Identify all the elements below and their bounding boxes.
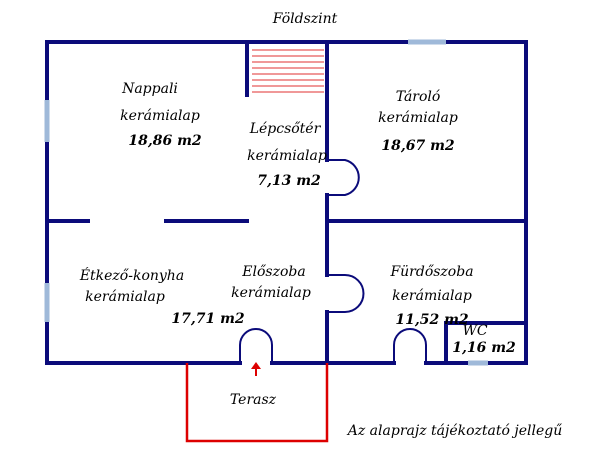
- room-tarolo-area: 18,67 m2: [381, 138, 455, 154]
- room-wc-name: WC: [462, 323, 487, 339]
- room-etkezo-name: Étkező-konyha: [79, 266, 184, 284]
- windows: [44, 39, 488, 366]
- room-nappali-area: 18,86 m2: [128, 133, 202, 149]
- room-tarolo-floor: kerámialap: [378, 110, 458, 126]
- room-furdo-area: 11,52 m2: [395, 312, 469, 328]
- room-tarolo-name: Tároló: [396, 89, 441, 105]
- interior-walls: [45, 40, 528, 365]
- room-etkezo-floor: kerámialap: [85, 289, 165, 305]
- staircase: [252, 49, 324, 93]
- room-eloszoba-floor: kerámialap: [231, 285, 311, 301]
- plan-title: Földszint: [272, 11, 338, 27]
- room-lepcsoter-floor: kerámialap: [247, 148, 327, 164]
- doors: [239, 159, 427, 363]
- room-etkezo-area: 17,71 m2: [171, 311, 245, 327]
- room-nappali-floor: kerámialap: [120, 108, 200, 124]
- room-nappali-name: Nappali: [121, 81, 178, 97]
- room-lepcsoter-area: 7,13 m2: [257, 173, 321, 189]
- disclaimer-note: Az alaprajz tájékoztató jellegű: [346, 423, 562, 439]
- room-wc-area: 1,16 m2: [452, 340, 516, 356]
- terrace: [185, 362, 329, 443]
- room-lepcsoter-name: Lépcsőtér: [249, 121, 322, 137]
- room-eloszoba-name: Előszoba: [241, 264, 305, 280]
- room-furdo-name: Fürdőszoba: [389, 264, 473, 280]
- room-furdo-floor: kerámialap: [392, 288, 472, 304]
- room-terasz-name: Terasz: [230, 392, 277, 408]
